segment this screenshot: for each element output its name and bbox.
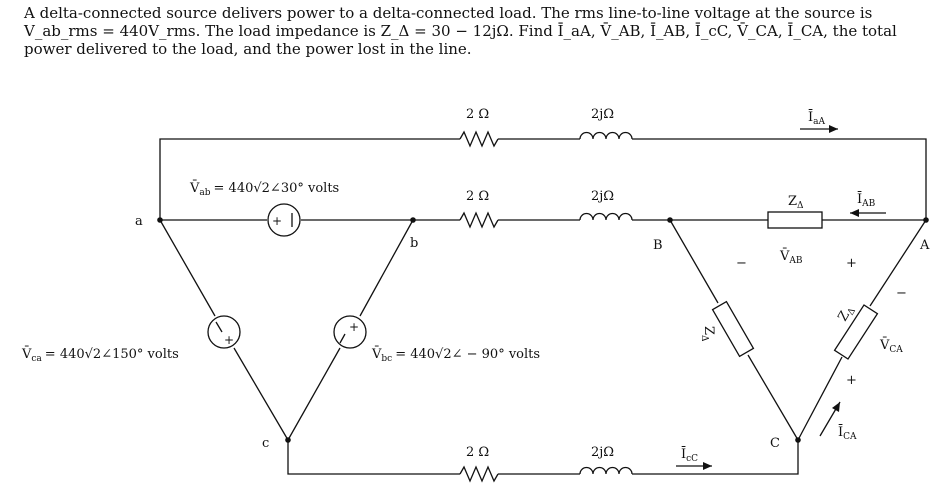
node-dot-C bbox=[795, 437, 801, 443]
line-a-A bbox=[159, 130, 927, 220]
source-bc-plus: + bbox=[349, 320, 359, 334]
node-label-b: b bbox=[410, 236, 418, 251]
resistor-label-top: 2 Ω bbox=[466, 107, 489, 122]
load-impedance-AB bbox=[767, 211, 823, 229]
resistor-label-bottom: 2 Ω bbox=[466, 445, 489, 460]
current-label-CA: ĪCA bbox=[838, 424, 857, 442]
inductor-label-bottom: 2jΩ bbox=[591, 445, 614, 460]
source-ca-plus: + bbox=[224, 333, 234, 347]
voltage-source-ab: + bbox=[267, 203, 301, 237]
load-branch-BC bbox=[669, 219, 799, 441]
load-label-BC: ZΔ bbox=[699, 326, 716, 342]
current-arrow-cC bbox=[676, 462, 712, 470]
current-arrow-aA bbox=[800, 125, 838, 133]
load-label-AB: ZΔ bbox=[788, 194, 804, 211]
node-label-B: B bbox=[653, 238, 663, 253]
load-label-CA: ZΔ bbox=[835, 303, 858, 325]
voltage-source-bc: + bbox=[333, 315, 367, 349]
node-label-A: A bbox=[919, 238, 930, 253]
inductor-label-top: 2jΩ bbox=[591, 107, 614, 122]
current-arrow-AB bbox=[850, 209, 886, 217]
source-bc-branch bbox=[287, 219, 414, 441]
node-dot-B bbox=[667, 217, 673, 223]
inductor-label-mid: 2jΩ bbox=[591, 189, 614, 204]
source-label-ca: V̄ca= 440√2∠150° volts bbox=[21, 346, 179, 364]
node-dot-c bbox=[285, 437, 291, 443]
node-dot-a bbox=[157, 217, 163, 223]
load-impedance-CA bbox=[833, 304, 879, 360]
load-branch-CA bbox=[797, 219, 927, 441]
node-label-c: c bbox=[262, 436, 269, 451]
node-dot-A bbox=[923, 217, 929, 223]
source-ab-plus: + bbox=[272, 214, 282, 228]
line-b-B bbox=[160, 211, 926, 229]
current-label-AB: ĪAB bbox=[857, 191, 876, 209]
resistor-label-mid: 2 Ω bbox=[466, 189, 489, 204]
source-label-ab: V̄ab= 440√2∠30° volts bbox=[189, 180, 339, 198]
voltage-label-CA: V̄CA bbox=[879, 337, 903, 355]
polarity-AB-minus: − bbox=[736, 256, 747, 271]
current-arrow-CA bbox=[819, 401, 841, 437]
line-c-C bbox=[287, 440, 799, 483]
polarity-CA-plus: + bbox=[846, 373, 857, 388]
voltage-source-ca: + bbox=[207, 315, 241, 349]
current-label-aA: ĪaA bbox=[808, 109, 826, 127]
source-ca-branch bbox=[159, 219, 289, 441]
polarity-CA-minus: − bbox=[896, 286, 907, 301]
polarity-AB-plus: + bbox=[846, 256, 857, 271]
node-label-C: C bbox=[770, 436, 780, 451]
source-label-bc: V̄bc= 440√2∠ − 90° volts bbox=[371, 346, 540, 364]
node-label-a: a bbox=[135, 214, 143, 229]
node-dot-b bbox=[410, 217, 416, 223]
voltage-label-AB: V̄AB bbox=[779, 248, 803, 266]
current-label-cC: ĪcC bbox=[681, 446, 698, 464]
load-impedance-BC bbox=[711, 300, 755, 358]
problem-statement: A delta-connected source delivers power … bbox=[24, 4, 897, 58]
